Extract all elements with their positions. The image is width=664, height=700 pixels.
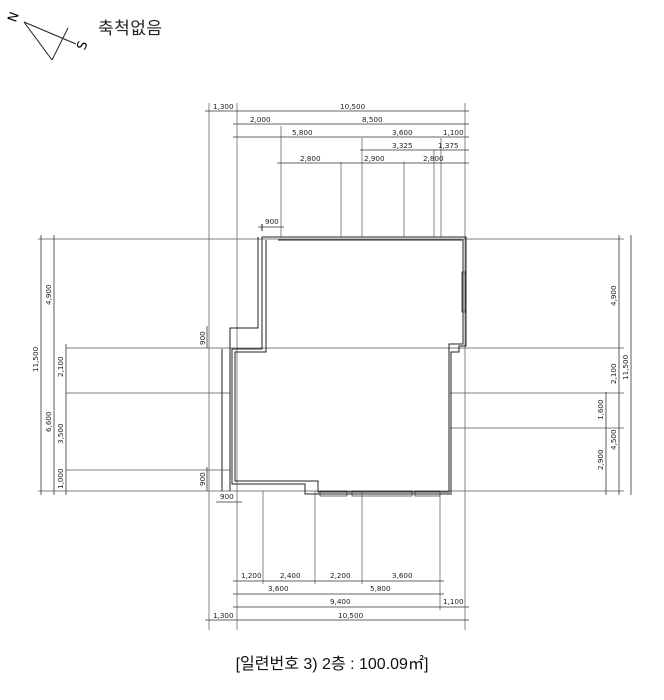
dim-bottom-2-1: 3,600 <box>268 584 289 593</box>
north-arrow-icon: N S <box>5 10 92 60</box>
scale-note: 축척없음 <box>98 19 163 39</box>
dim-bottom-1-3: 2,200 <box>330 571 351 580</box>
compass-north-label: N <box>5 10 22 24</box>
dim-bottom-2-2: 5,800 <box>370 584 391 593</box>
dim-right-mid-2: 2,100 <box>609 363 618 384</box>
dim-bottom-3-1: 9,400 <box>330 597 351 606</box>
dim-top-5-3: 2,800 <box>423 154 444 163</box>
bottom-dimensions: 900 1,200 2,400 2,200 3,600 3,600 5,800 … <box>205 491 469 621</box>
dim-left-notch-upper: 900 <box>198 331 207 345</box>
dim-top-2-2: 8,500 <box>362 115 383 124</box>
dim-top-3-3: 1,100 <box>443 128 464 137</box>
dim-left-outer: 11,500 <box>31 346 40 372</box>
dim-bottom-1-2: 2,400 <box>280 571 301 580</box>
dim-top-3-2: 3,600 <box>392 128 413 137</box>
top-dimensions: 1,300 10,500 2,000 8,500 5,800 3,600 1,1… <box>205 102 469 630</box>
dim-top-3-1: 5,800 <box>292 128 313 137</box>
dim-left-notch-lower: 900 <box>198 472 207 486</box>
dim-top-2-1: 2,000 <box>250 115 271 124</box>
dim-left-inner-3: 1,000 <box>56 468 65 489</box>
dim-bottom-3-2: 1,100 <box>443 597 464 606</box>
dim-top-4-2: 1,375 <box>438 141 459 150</box>
right-dimensions: 4,900 2,100 4,500 11,500 1,600 2,900 <box>596 235 632 495</box>
dim-top-1-1: 1,300 <box>213 102 234 111</box>
dim-left-mid-2: 6,600 <box>44 411 53 432</box>
dim-bottom-notch: 900 <box>220 492 234 501</box>
dim-bottom-1-4: 3,600 <box>392 571 413 580</box>
building-outline <box>221 236 467 497</box>
dim-right-outer: 11,500 <box>621 354 630 380</box>
dim-left-inner-1: 2,100 <box>56 356 65 377</box>
dim-top-5-1: 2,800 <box>300 154 321 163</box>
dim-top-notch: 900 <box>265 217 279 226</box>
dim-right-inner-1: 1,600 <box>596 399 605 420</box>
dim-left-inner-2: 3,500 <box>56 423 65 444</box>
dim-right-mid-3: 4,500 <box>609 429 618 450</box>
dim-left-mid-1: 4,900 <box>44 284 53 305</box>
plan-caption: [일련번호 3) 2층 : 100.09㎡] <box>235 656 429 673</box>
dim-top-1-2: 10,500 <box>340 102 366 111</box>
dim-right-mid-1: 4,900 <box>609 285 618 306</box>
dim-right-inner-2: 2,900 <box>596 449 605 470</box>
dim-top-4-1: 3,325 <box>392 141 413 150</box>
left-dimensions: 11,500 4,900 6,600 2,100 3,500 1,000 900… <box>31 235 208 495</box>
dim-bottom-1-1: 1,200 <box>241 571 262 580</box>
dim-top-5-2: 2,900 <box>364 154 385 163</box>
dim-bottom-4-1: 1,300 <box>213 611 234 620</box>
dim-bottom-4-2: 10,500 <box>338 611 364 620</box>
grid-lines <box>38 238 624 492</box>
